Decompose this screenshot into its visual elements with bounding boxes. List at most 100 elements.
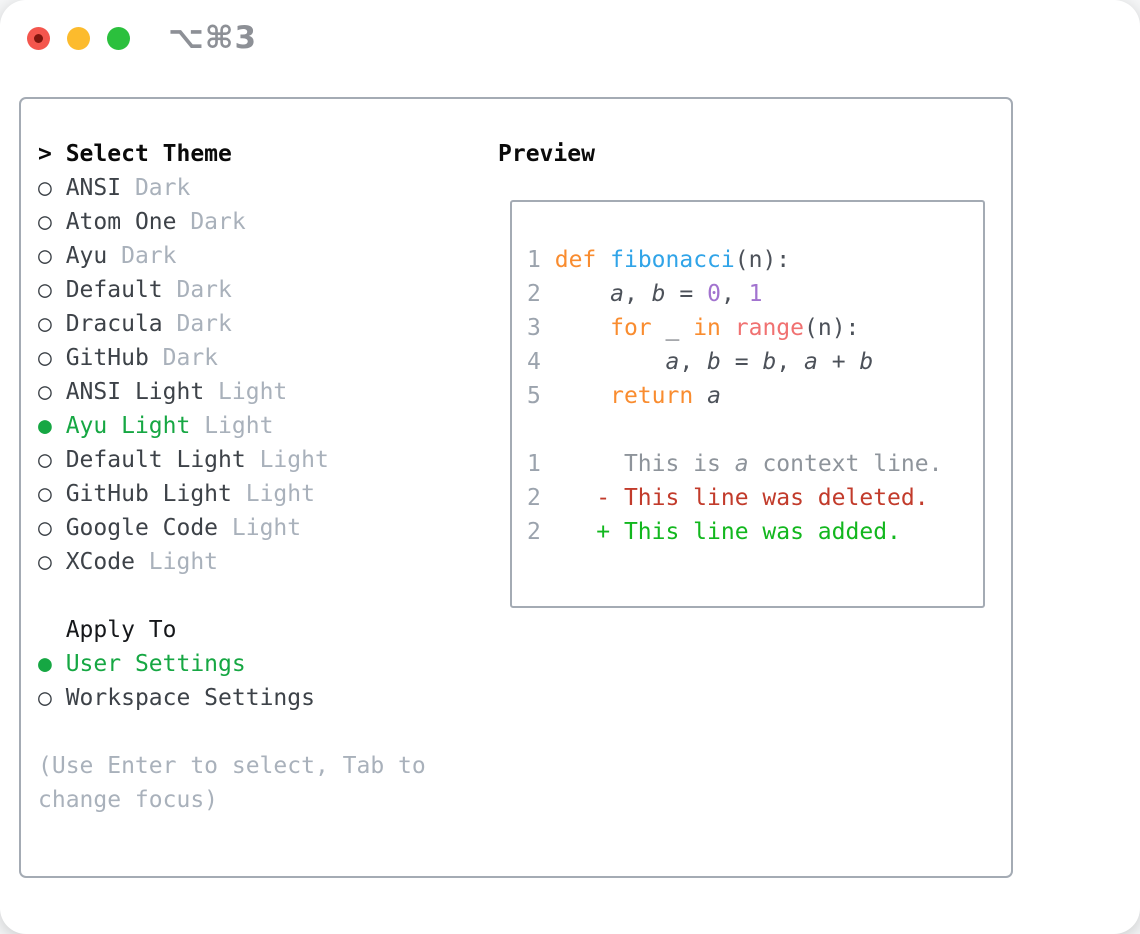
line-number: 1 xyxy=(527,247,541,273)
code-token-txt xyxy=(693,383,707,409)
code-token-txt: _ xyxy=(651,315,694,341)
code-token-txt xyxy=(541,315,610,341)
theme-option-google-code-light[interactable]: ○ Google Code Light xyxy=(38,511,426,545)
close-button[interactable] xyxy=(27,27,50,50)
variant-label: Dark xyxy=(121,243,177,269)
theme-option-ansi-dark[interactable]: ○ ANSI Dark xyxy=(38,171,426,205)
theme-list: ○ ANSI Dark○ Atom One Dark○ Ayu Dark○ De… xyxy=(38,171,426,579)
variant-label: Dark xyxy=(190,209,246,235)
theme-label: ANSI Light xyxy=(65,379,219,405)
theme-label: ANSI xyxy=(65,175,135,201)
variant-label: Dark xyxy=(162,345,219,371)
radio-icon: ○ xyxy=(38,515,66,541)
theme-option-xcode-light[interactable]: ○ XCode Light xyxy=(38,545,426,579)
theme-option-dracula-dark[interactable]: ○ Dracula Dark xyxy=(38,307,426,341)
code-token-var: a xyxy=(665,349,680,375)
variant-label: Light xyxy=(204,413,274,439)
line-number: 3 xyxy=(527,315,541,341)
line-number: 1 xyxy=(527,451,541,477)
theme-option-atom-one-dark[interactable]: ○ Atom One Dark xyxy=(38,205,426,239)
line-number: 4 xyxy=(527,349,541,375)
code-line xyxy=(527,413,942,447)
code-token-txt xyxy=(596,247,610,273)
hint-line: change focus) xyxy=(38,787,219,813)
code-token-var: a xyxy=(610,281,624,307)
traffic-lights xyxy=(27,27,130,50)
code-token-del: - This line was deleted. xyxy=(596,485,929,511)
code-token-txt: = xyxy=(665,281,708,307)
radio-selected-icon: ● xyxy=(38,413,66,439)
radio-icon: ○ xyxy=(38,685,66,711)
theme-option-github-light-light[interactable]: ○ GitHub Light Light xyxy=(38,477,426,511)
apply-to-list: ● User Settings○ Workspace Settings xyxy=(38,647,426,715)
theme-option-default-light-light[interactable]: ○ Default Light Light xyxy=(38,443,426,477)
radio-icon: ○ xyxy=(38,311,66,337)
radio-icon: ○ xyxy=(38,379,66,405)
theme-picker: > Select Theme ○ ANSI Dark○ Atom One Dar… xyxy=(38,137,426,817)
theme-label: Atom One xyxy=(65,209,191,235)
keyboard-hint: (Use Enter to select, Tab to change focus… xyxy=(38,749,426,817)
theme-label: XCode xyxy=(65,549,149,575)
code-token-var: a xyxy=(707,383,721,409)
code-token-txt: + xyxy=(817,349,860,375)
variant-label: Light xyxy=(231,515,302,541)
theme-option-ayu-dark[interactable]: ○ Ayu Dark xyxy=(38,239,426,273)
code-token-txt: = xyxy=(720,349,763,375)
theme-label: Default Light xyxy=(65,447,260,473)
theme-label: Dracula xyxy=(65,311,177,337)
theme-option-github-dark[interactable]: ○ GitHub Dark xyxy=(38,341,426,375)
code-token-txt xyxy=(721,315,735,341)
code-token-call: range xyxy=(734,315,805,341)
select-theme-title: Select Theme xyxy=(65,141,232,167)
code-token-var: b xyxy=(762,349,777,375)
apply-option-workspace-settings[interactable]: ○ Workspace Settings xyxy=(38,681,426,715)
code-token-var: a xyxy=(804,349,818,375)
variant-label: Light xyxy=(259,447,329,473)
code-token-txt xyxy=(541,383,610,409)
variant-label: Light xyxy=(218,379,288,405)
line-number: 2 xyxy=(527,485,541,511)
radio-icon: ○ xyxy=(38,549,66,575)
code-token-fn: fibonacci xyxy=(610,247,735,273)
apply-option-user-settings[interactable]: ● User Settings xyxy=(38,647,426,681)
code-token-var: b xyxy=(651,281,666,307)
code-token-txt xyxy=(541,485,596,511)
code-token-ctx: This is xyxy=(623,451,735,477)
theme-label: Ayu xyxy=(65,243,122,269)
code-line: 3 for _ in range(n): xyxy=(527,311,942,345)
theme-option-ayu-light-light[interactable]: ● Ayu Light Light xyxy=(38,409,426,443)
code-token-add: + This line was added. xyxy=(596,519,901,545)
variant-label: Dark xyxy=(176,311,232,337)
code-line: 2 - This line was deleted. xyxy=(527,481,942,515)
code-token-var: b xyxy=(707,349,721,375)
radio-icon: ○ xyxy=(38,277,66,303)
code-token-txt xyxy=(541,281,610,307)
code-line: 4 a, b = b, a + b xyxy=(527,345,942,379)
code-token-kw: for xyxy=(610,315,652,341)
theme-label: Google Code xyxy=(65,515,232,541)
code-token-txt: (n): xyxy=(734,247,791,273)
preview-pane: Preview xyxy=(498,137,595,171)
variant-label: Light xyxy=(245,481,315,507)
code-token-kw: in xyxy=(693,315,721,341)
hint-line: (Use Enter to select, Tab to xyxy=(38,753,426,779)
zoom-button[interactable] xyxy=(107,27,130,50)
window-title: ⌥⌘3 xyxy=(168,20,258,56)
radio-icon: ○ xyxy=(38,447,66,473)
theme-option-ansi-light-light[interactable]: ○ ANSI Light Light xyxy=(38,375,426,409)
code-token-num: 1 xyxy=(748,281,763,307)
code-token-txt: , xyxy=(623,281,652,307)
code-token-ctx xyxy=(541,451,624,477)
minimize-button[interactable] xyxy=(67,27,90,50)
code-token-txt: , xyxy=(720,281,749,307)
code-token-txt: (n): xyxy=(804,315,860,341)
code-line: 1 This is a context line. xyxy=(527,447,942,481)
theme-option-default-dark[interactable]: ○ Default Dark xyxy=(38,273,426,307)
theme-label: GitHub Light xyxy=(65,481,246,507)
code-token-ctxv: a xyxy=(734,451,749,477)
radio-icon: ○ xyxy=(38,209,66,235)
code-token-txt: , xyxy=(776,349,805,375)
line-number: 2 xyxy=(527,519,541,545)
radio-icon: ○ xyxy=(38,243,66,269)
code-token-txt xyxy=(541,247,555,273)
